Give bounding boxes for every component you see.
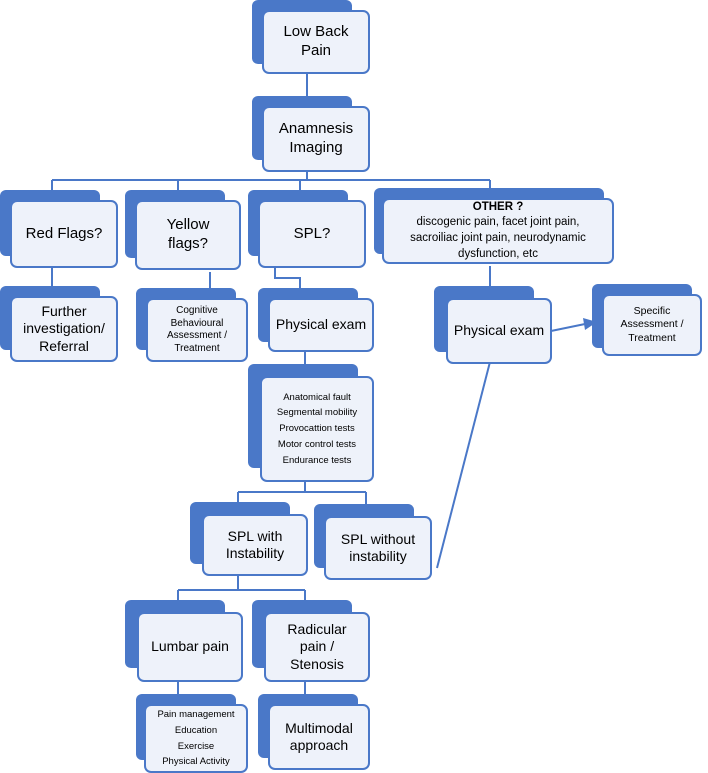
anamnesis-imaging-box: Anamnesis Imaging xyxy=(252,96,370,172)
multimodal-line-1: Multimodal xyxy=(285,719,353,736)
spl-with-line-1: SPL with xyxy=(227,527,283,544)
pain-management-label: Pain management xyxy=(157,709,235,721)
test-provocation: Provocattion tests xyxy=(279,423,355,435)
specific-assessment-box: Specific Assessment / Treatment xyxy=(592,284,704,360)
specific-line-3: Treatment xyxy=(628,331,676,344)
physical-exam-spl-box: Physical exam xyxy=(258,288,374,352)
imaging-label: Imaging xyxy=(289,139,343,156)
multimodal-line-2: approach xyxy=(289,737,349,753)
cognitive-line-2: Behavioural xyxy=(170,317,224,329)
cognitive-line-3: Assessment / xyxy=(166,330,228,341)
other-line-1: discogenic pain, facet joint pain, xyxy=(416,216,580,229)
physical-exam-spl-label: Physical exam xyxy=(275,316,367,333)
education-label: Education xyxy=(174,724,218,736)
physical-exam-other-label: Physical exam xyxy=(453,322,545,339)
anamnesis-label: Anamnesis xyxy=(278,120,354,138)
spl-with-instability-box: SPL with Instability xyxy=(190,502,308,576)
red-flags-label: Red Flags? xyxy=(25,224,103,242)
multimodal-approach-box: Multimodal approach xyxy=(258,694,370,770)
spl-question-box: SPL? xyxy=(248,190,366,268)
yellow-flags-line-1: Yellow xyxy=(166,216,210,234)
spl-without-line-1: SPL without xyxy=(340,530,416,547)
yellow-flags-line-2: flags? xyxy=(167,235,209,252)
lumbar-pain-box: Lumbar pain xyxy=(125,600,243,682)
lumbar-pain-label: Lumbar pain xyxy=(151,638,229,655)
tests-box: Anatomical fault Segmental mobility Prov… xyxy=(248,364,374,482)
radicular-line-3: Stenosis xyxy=(290,655,344,672)
spl-without-instability-box: SPL without instability xyxy=(314,504,432,580)
test-motor-control: Motor control tests xyxy=(277,438,357,450)
other-line-2: sacroiliac joint pain, neurodynamic xyxy=(410,232,586,244)
radicular-line-1: Radicular xyxy=(287,620,347,637)
edge-physical-specific xyxy=(550,323,586,332)
low-back-pain-line-2: Pain xyxy=(300,42,332,59)
other-box: OTHER ? discogenic pain, facet joint pai… xyxy=(374,188,614,268)
other-line-3: dysfunction, etc xyxy=(458,247,538,260)
further-investigation-box: Further investigation/ Referral xyxy=(0,286,118,362)
red-flags-box: Red Flags? xyxy=(0,190,118,268)
edge-spl-physical xyxy=(274,265,301,290)
spl-without-line-2: instability xyxy=(349,548,407,564)
edge-without-physical xyxy=(436,357,492,569)
physical-activity-label: Physical Activity xyxy=(162,756,230,768)
radicular-pain-box: Radicular pain / Stenosis xyxy=(252,600,370,682)
test-endurance: Endurance tests xyxy=(282,454,352,466)
pain-management-box: Pain management Education Exercise Physi… xyxy=(136,694,248,773)
low-back-pain-box: Low Back Pain xyxy=(252,0,370,74)
cognitive-line-1: Cognitive xyxy=(176,305,218,316)
yellow-flags-box: Yellow flags? xyxy=(125,190,241,272)
specific-line-2: Assessment / xyxy=(620,318,684,331)
further-line-2: investigation/ xyxy=(23,320,105,337)
exercise-label: Exercise xyxy=(177,740,215,752)
test-anatomical-fault: Anatomical fault xyxy=(283,391,351,403)
low-back-pain-line-1: Low Back xyxy=(283,23,349,41)
specific-line-1: Specific xyxy=(633,305,671,318)
spl-question-label: SPL? xyxy=(293,224,331,242)
cognitive-behavioural-box: Cognitive Behavioural Assessment / Treat… xyxy=(136,288,248,362)
other-title: OTHER ? xyxy=(472,200,524,213)
further-line-3: Referral xyxy=(39,337,89,354)
test-segmental-mobility: Segmental mobility xyxy=(276,407,358,419)
physical-exam-other-box: Physical exam xyxy=(434,286,552,364)
cognitive-line-4: Treatment xyxy=(174,342,220,354)
spl-with-line-2: Instability xyxy=(225,545,285,561)
radicular-line-2: pain / xyxy=(299,638,335,655)
further-line-1: Further xyxy=(41,302,87,319)
